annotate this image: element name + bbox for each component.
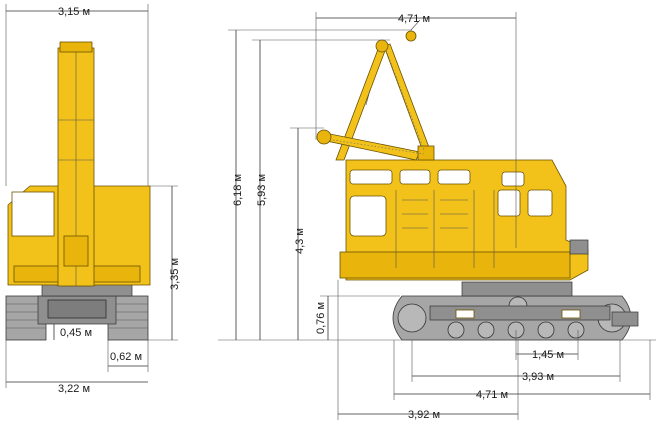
dim-front-track-width: 0,62 м: [110, 351, 142, 363]
front-view: [5, 41, 151, 341]
dim-front-total-width: 3,22 м: [58, 383, 90, 395]
dim-front-total-height: 3,35 м: [169, 258, 181, 290]
front-window: [11, 191, 55, 237]
dim-side-body-length: 3,92 м: [408, 409, 440, 421]
dim-side-height-max: 6,18 м: [232, 174, 244, 206]
front-boom-head: [59, 41, 93, 53]
dim-side-wheel-span: 1,45 м: [532, 349, 564, 361]
dim-side-boom-reach: 4,71 м: [398, 13, 430, 25]
dim-side-height-hook: 5,93 м: [256, 174, 268, 206]
side-turntable: [461, 281, 573, 297]
dim-front-ground-clearance: 0,45 м: [60, 327, 92, 339]
side-dimensions: 4,71 м 6,18 м 5,93 м 4,3 м 0,76 м 1,45 м…: [218, 12, 656, 421]
side-boom-lowered: [321, 133, 421, 161]
dim-side-total-length: 4,71 м: [476, 389, 508, 401]
side-view: [316, 19, 639, 341]
side-front-idler: [397, 303, 427, 333]
dim-side-track-length: 3,93 м: [522, 371, 554, 383]
dim-front-top-width: 3,15 м: [58, 6, 90, 18]
dim-side-height-boom-low: 4,3 м: [294, 228, 306, 254]
side-door-window: [349, 195, 387, 237]
side-hook-raised: [405, 30, 417, 42]
dim-side-height-track: 0,76 м: [315, 302, 327, 334]
side-boom-low-head: [316, 129, 332, 145]
front-center-frame: [47, 299, 107, 319]
front-boom-foot: [63, 235, 89, 267]
side-boom-pivot: [417, 145, 435, 161]
side-boom-stay: [383, 43, 431, 155]
side-lower-platform: [339, 251, 571, 279]
front-dimensions: 3,15 м 3,35 м 0,45 м 0,62 м 3,22 м: [5, 4, 181, 395]
